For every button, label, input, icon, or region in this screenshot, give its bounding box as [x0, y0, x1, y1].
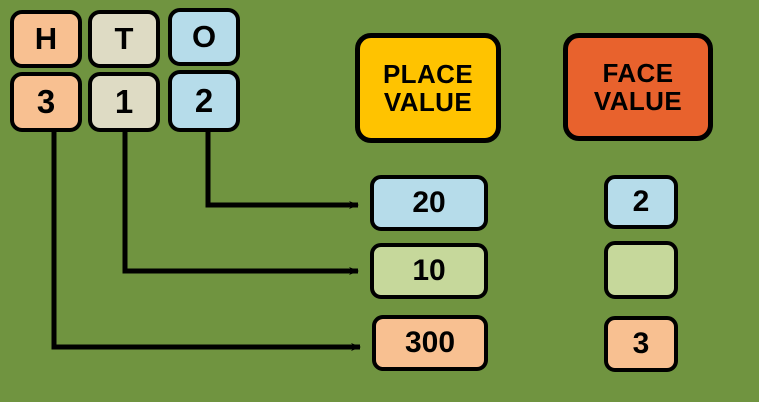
- face-value-header-line2: VALUE: [593, 86, 683, 116]
- column-header-hundreds: H: [10, 10, 82, 68]
- connector-ones-to-20: [205, 132, 359, 209]
- digit-tens: 1: [88, 72, 160, 132]
- face-value-tens: [604, 241, 678, 299]
- face-value-header-line1: FACE: [602, 57, 674, 88]
- face-value-ones-label: 2: [632, 184, 650, 218]
- place-value-ones-label: 20: [412, 185, 446, 219]
- digit-ones: 2: [168, 70, 240, 132]
- place-value-ones: 20: [370, 175, 488, 231]
- place-value-hundreds-label: 300: [404, 325, 456, 359]
- place-value-hundreds: 300: [372, 315, 488, 371]
- place-value-header-line1: PLACE: [382, 58, 474, 89]
- face-value-ones: 2: [604, 175, 678, 229]
- column-header-tens-label: T: [114, 21, 134, 57]
- face-value-header: FACE VALUE: [563, 33, 713, 141]
- digit-hundreds: 3: [10, 72, 82, 132]
- place-value-header: PLACE VALUE: [355, 33, 501, 143]
- column-header-ones: O: [168, 8, 240, 66]
- digit-tens-label: 1: [114, 83, 134, 121]
- place-value-header-line2: VALUE: [383, 87, 473, 117]
- place-value-tens-label: 10: [412, 253, 446, 287]
- face-value-hundreds: 3: [604, 316, 678, 372]
- digit-ones-label: 2: [194, 82, 214, 120]
- connector-hundreds-to-300: [51, 132, 361, 351]
- digit-hundreds-label: 3: [36, 83, 56, 121]
- connector-tens-to-10: [122, 132, 359, 275]
- column-header-hundreds-label: H: [34, 21, 58, 57]
- place-value-tens: 10: [370, 243, 488, 299]
- column-header-tens: T: [88, 10, 160, 68]
- column-header-ones-label: O: [191, 19, 217, 55]
- face-value-hundreds-label: 3: [632, 326, 650, 360]
